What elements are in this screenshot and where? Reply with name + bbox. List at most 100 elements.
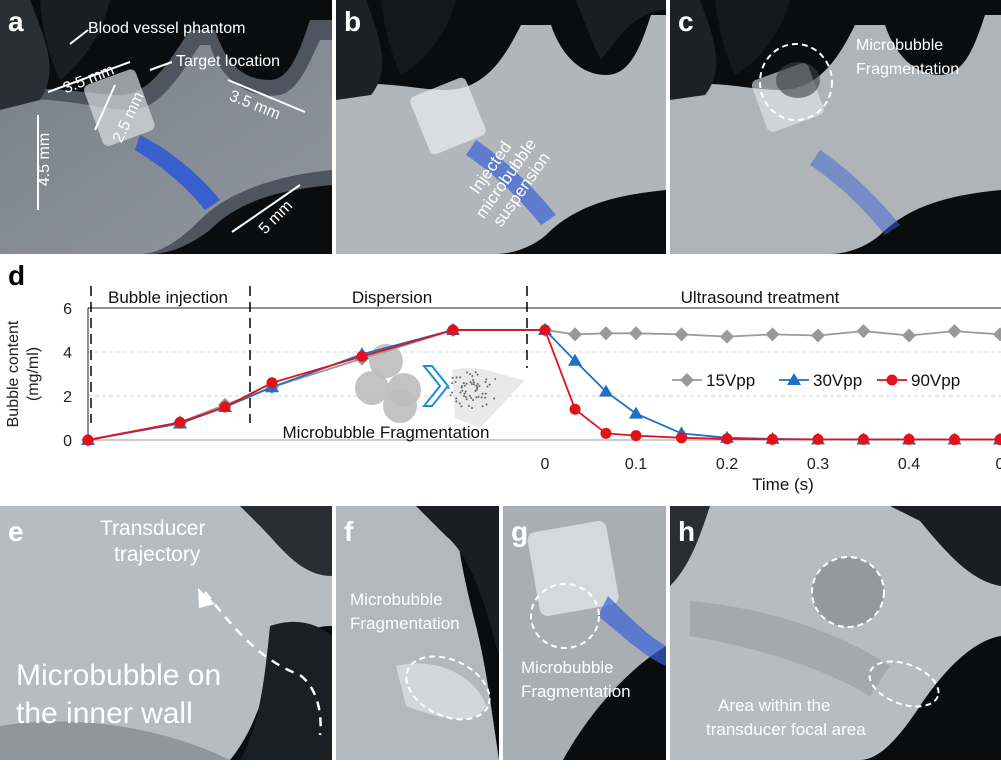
data-point-15Vpp <box>856 324 871 339</box>
fragmentation-c-line-2: Fragmentation <box>856 61 960 78</box>
focal-area-line-2: transducer focal area <box>706 720 866 739</box>
fragment-dot <box>451 391 454 394</box>
fragment-dot <box>455 397 458 400</box>
y-tick-label: 2 <box>63 389 72 406</box>
phase-label-injection: Bubble injection <box>108 288 228 307</box>
phase-label-dispersion: Dispersion <box>352 288 432 307</box>
fragment-dot <box>475 384 478 387</box>
fragmentation-g-line-1: Microbubble <box>521 658 614 677</box>
fragment-dot <box>465 371 468 374</box>
dimension-4-5mm: 4.5 mm <box>36 132 54 187</box>
vessel-phantom-b-image <box>336 0 666 254</box>
fragment-dot <box>463 392 466 395</box>
fragment-dot <box>451 376 454 379</box>
data-point-30Vpp <box>598 384 613 397</box>
data-point-15Vpp <box>811 328 825 343</box>
fragment-dot <box>447 386 450 389</box>
data-point-90Vpp <box>219 401 231 413</box>
inner-wall-line-2: the inner wall <box>16 697 193 730</box>
data-point-90Vpp <box>174 416 186 428</box>
fragment-dot <box>458 402 461 405</box>
panel-label-a: a <box>8 6 24 37</box>
fragment-dot <box>484 396 487 399</box>
data-point-90Vpp <box>903 433 915 445</box>
panel-label-f: f <box>344 516 354 547</box>
fragment-dot <box>481 392 484 395</box>
x-tick-label: 0 <box>996 456 1001 473</box>
data-point-15Vpp <box>629 326 643 341</box>
data-point-90Vpp <box>994 434 1001 446</box>
panel-label-d: d <box>8 260 26 291</box>
data-point-90Vpp <box>600 427 612 439</box>
fragment-cloud <box>452 367 525 428</box>
fragment-dot <box>474 389 477 392</box>
fragment-dot <box>463 384 466 387</box>
fragment-dot <box>460 405 463 408</box>
trajectory-line-2: trajectory <box>114 543 201 566</box>
data-point-90Vpp <box>447 324 459 336</box>
data-point-90Vpp <box>812 433 824 445</box>
series-line-30Vpp <box>87 329 1000 441</box>
fragment-dot <box>475 388 478 391</box>
data-point-15Vpp <box>568 327 583 342</box>
inner-wall-line-1: Microbubble on <box>16 659 222 692</box>
data-point-30Vpp <box>568 353 583 366</box>
legend-marker-30Vpp <box>787 373 801 385</box>
legend-marker-90Vpp <box>886 374 898 386</box>
data-point-90Vpp <box>676 432 687 444</box>
microbubble-sphere <box>383 389 417 423</box>
fragment-dot <box>476 382 479 385</box>
y-tick-label: 6 <box>63 301 72 318</box>
vessel-phantom-h-image <box>670 506 1001 760</box>
fragment-dot <box>449 394 452 397</box>
data-point-90Vpp <box>721 433 733 445</box>
fragment-dot <box>465 382 468 385</box>
data-point-90Vpp <box>539 324 551 336</box>
legend-label-90Vpp: 90Vpp <box>911 371 960 390</box>
data-point-15Vpp <box>993 327 1001 342</box>
data-point-15Vpp <box>765 327 780 342</box>
fragment-dot <box>462 394 465 397</box>
fragmentation-g-line-2: Fragmentation <box>521 682 631 701</box>
fragment-dot <box>486 385 489 388</box>
fragment-dot <box>469 381 472 384</box>
fragment-dot <box>470 407 473 409</box>
focal-area-line-1: Area within the <box>718 696 831 715</box>
panel-e-photo: e Transducer trajectory Microbubble on t… <box>0 506 332 760</box>
fragment-dot <box>470 396 473 399</box>
fragment-dot <box>468 373 471 376</box>
panel-label-c: c <box>678 6 694 37</box>
fragment-dot <box>471 375 474 378</box>
data-point-90Vpp <box>569 403 581 415</box>
legend-marker-15Vpp <box>680 373 694 387</box>
x-tick-label: 0.4 <box>898 456 920 473</box>
fragmentation-c-line-1: Microbubble <box>856 37 944 54</box>
fragment-dot <box>464 395 467 398</box>
panel-label-b: b <box>344 6 362 37</box>
panel-a-photo: a Blood vessel phantom Target location 3… <box>0 0 332 254</box>
fragment-dot <box>480 396 483 399</box>
fragment-dot <box>467 404 470 407</box>
fragment-dot <box>488 383 491 386</box>
trajectory-line-1: Transducer <box>100 517 206 540</box>
data-point-15Vpp <box>947 324 962 339</box>
fragment-dot <box>472 383 475 386</box>
panel-f-photo: f Microbubble Fragmentation <box>336 506 499 760</box>
data-point-15Vpp <box>598 326 613 341</box>
inset-label: Microbubble Fragmentation <box>283 423 490 442</box>
fragment-dot <box>455 376 458 379</box>
fragment-dot <box>468 394 471 397</box>
data-point-90Vpp <box>630 430 642 442</box>
fragment-dot <box>472 381 475 384</box>
data-point-90Vpp <box>858 433 869 445</box>
fragmentation-f-line-1: Microbubble <box>350 590 443 609</box>
data-point-30Vpp <box>629 406 643 419</box>
fragment-dot <box>475 396 478 399</box>
x-axis-title: Time (s) <box>752 475 814 494</box>
vessel-phantom-g-image <box>503 506 666 760</box>
fragment-dot <box>470 383 473 386</box>
fragment-dot <box>459 376 462 379</box>
x-tick-label: 0.3 <box>807 456 829 473</box>
